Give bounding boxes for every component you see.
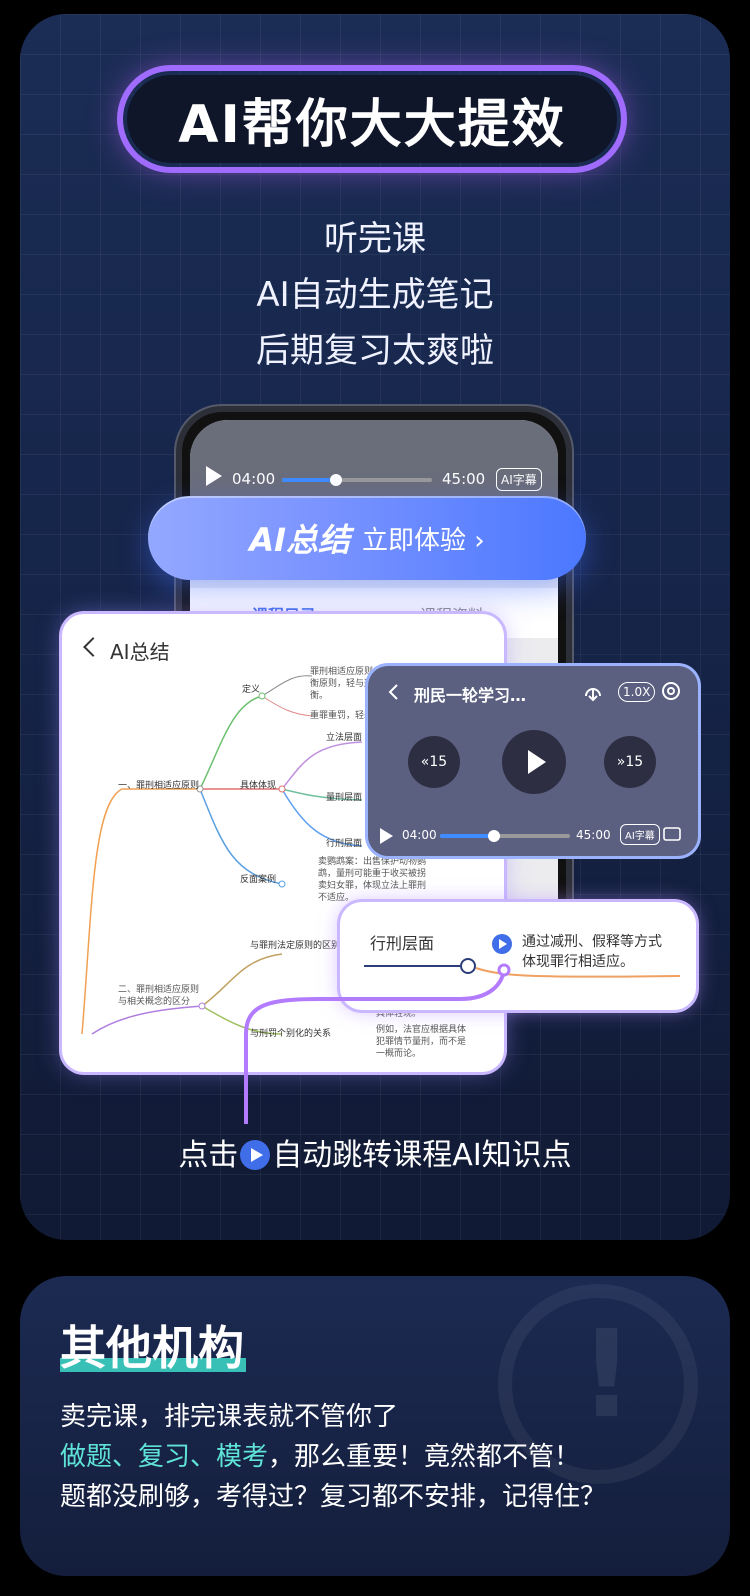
other-title: 其他机构: [60, 1321, 244, 1375]
mindmap-node-execution[interactable]: 行刑层面: [326, 839, 363, 849]
mindmap-node-legislative[interactable]: 立法层面: [326, 733, 363, 743]
mini-progress-fill: [440, 834, 492, 838]
subtitle-line-2: AI自动生成笔记: [256, 275, 494, 315]
play-icon: [240, 1140, 271, 1170]
other-line-3: 题都没刷够，考得过？复习都不安排，记得住？: [60, 1482, 607, 1512]
subtitle-line-1: 听完课: [324, 219, 426, 259]
mindmap-node-root1[interactable]: 一、罪刑相适应原则: [118, 781, 200, 791]
skip-forward-15-button[interactable]: »15: [604, 736, 656, 788]
video-current-time: 04:00: [232, 470, 276, 488]
ai-summary-brand: AI总结: [249, 521, 350, 559]
play-icon-small[interactable]: [380, 828, 393, 844]
mindmap-node-sentencing[interactable]: 量刑层面: [326, 793, 363, 803]
jump-hint: 点击自动跳转课程AI知识点: [20, 1130, 730, 1174]
play-icon[interactable]: [502, 730, 566, 794]
other-line-1: 卖完课，排完课表就不管你了: [60, 1402, 399, 1432]
exclamation-icon: !: [579, 1306, 634, 1445]
popup-node-label: 行刑层面: [370, 934, 435, 953]
mini-total-time: 45:00: [576, 828, 611, 842]
rewind-icon: «: [420, 754, 430, 770]
settings-icon[interactable]: [660, 680, 682, 702]
ai-efficiency-card: AI帮你大大提效 听完课 AI自动生成笔记 后期复习太爽啦 04:00 45:0…: [20, 14, 730, 1240]
popup-description-line-2: 体现罪行相适应。: [522, 954, 634, 970]
other-line-2-highlight: 做题、复习、模考: [60, 1442, 269, 1472]
mini-progress-bar[interactable]: [440, 830, 570, 842]
fullscreen-icon[interactable]: [662, 824, 682, 844]
mindmap-note-diff2: 例如，法官应根据具体犯罪情节量刑，而不是一概而论。: [376, 1025, 467, 1059]
ai-summary-button[interactable]: AI总结 立即体验 ›: [148, 496, 586, 580]
other-line-2-rest: ，那么重要！竟然都不管！: [268, 1442, 581, 1472]
mini-player-title: 刑民一轮学习…: [414, 686, 527, 705]
title-underline: [60, 1358, 246, 1372]
mindmap-node-definition[interactable]: 定义: [242, 685, 261, 695]
mindmap-node-counter[interactable]: 反面案例: [240, 875, 277, 885]
try-now-label: 立即体验 ›: [362, 525, 485, 556]
popup-description-line-1: 通过减刑、假释等方式: [522, 934, 662, 950]
chevron-left-icon[interactable]: [384, 682, 404, 702]
video-progress-fill: [282, 478, 335, 482]
mindmap-node-root2[interactable]: 二、罪刑相适应原则与相关概念的区分: [118, 985, 200, 1007]
mindmap-node-diff1[interactable]: 与罪刑法定原则的区别: [250, 941, 341, 951]
play-icon[interactable]: [206, 466, 222, 486]
course-video[interactable]: 04:00 45:00 AI字幕: [190, 420, 558, 506]
mindmap-note-definition: 罪刑相适应原则：刑均衡原则，轻与刑的平衡。: [310, 667, 401, 701]
video-progress-knob[interactable]: [330, 474, 342, 486]
playback-speed-badge[interactable]: 1.0X: [618, 682, 656, 702]
mini-current-time: 04:00: [402, 828, 437, 842]
fast-forward-icon: »: [616, 754, 626, 770]
popup-description: 通过减刑、假释等方式 体现罪行相适应。: [522, 932, 662, 972]
mini-video-player[interactable]: 刑民一轮学习… 1.0X «15 »15 04:00 45:00 AI字幕: [368, 666, 698, 856]
mini-ai-subtitle-badge[interactable]: AI字幕: [620, 824, 660, 845]
ai-subtitle-badge[interactable]: AI字幕: [496, 468, 542, 491]
skip-back-15-button[interactable]: «15: [408, 736, 460, 788]
knowledge-point-popup: 行刑层面 通过减刑、假释等方式 体现罪行相适应。: [340, 902, 696, 1010]
hero-title-pill: AI帮你大大提效: [117, 65, 627, 173]
subtitle-line-3: 后期复习太爽啦: [256, 331, 494, 371]
mindmap-node-embodiment[interactable]: 具体体现: [240, 781, 277, 791]
hint-suffix: 自动跳转课程AI知识点: [272, 1138, 572, 1173]
mindmap-note-counter: 卖鹦鹉案：出售保护动物鹦鹉，量刑可能重于收买被拐卖妇女罪，体现立法上罪刑不适应。: [318, 857, 427, 903]
mini-progress-knob[interactable]: [488, 830, 500, 842]
play-icon[interactable]: [492, 934, 512, 954]
download-icon[interactable]: [582, 682, 604, 702]
mindmap-note-definition-2: 重罪重罚，轻罪: [310, 711, 374, 721]
skip-back-label: 15: [429, 754, 448, 770]
mindmap-title: AI总结: [110, 640, 170, 664]
hint-prefix: 点击: [178, 1138, 239, 1173]
hero-title: AI帮你大大提效: [178, 94, 566, 155]
other-institutions-card: ! 其他机构 卖完课，排完课表就不管你了 做题、复习、模考，那么重要！竟然都不管…: [20, 1276, 730, 1576]
other-line-2: 做题、复习、模考，那么重要！竟然都不管！: [60, 1436, 580, 1473]
video-progress-bar[interactable]: [282, 474, 432, 486]
skip-forward-label: 15: [625, 754, 644, 770]
mindmap-branches: [81, 675, 363, 1035]
mindmap-node-diff2[interactable]: 与刑罚个别化的关系: [250, 1029, 332, 1039]
video-total-time: 45:00: [442, 470, 486, 488]
